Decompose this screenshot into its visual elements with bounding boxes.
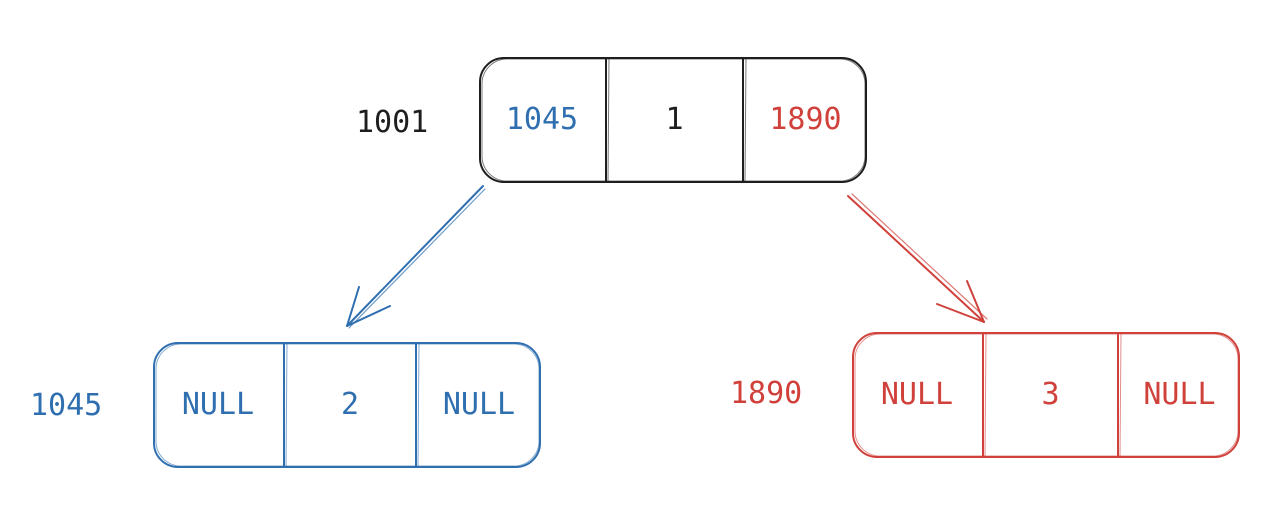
left-pointer-arrow — [346, 185, 486, 329]
root-node: 1045 1 1890 — [478, 56, 868, 184]
left-child-node: NULL 2 NULL — [152, 341, 542, 469]
left-child-node-frame — [153, 342, 541, 468]
root-right-pointer: 1890 — [769, 102, 842, 137]
right-child-address-label: 1890 — [730, 376, 803, 411]
right-child-value: 3 — [1041, 377, 1060, 412]
left-child-address-label: 1045 — [30, 388, 103, 423]
left-child-left-pointer: NULL — [181, 387, 255, 422]
root-address-label: 1001 — [356, 105, 429, 140]
right-pointer-arrow — [847, 193, 988, 323]
right-child-node-frame — [852, 332, 1240, 458]
root-left-pointer: 1045 — [505, 102, 579, 137]
right-child-right-pointer: NULL — [1143, 377, 1216, 412]
right-child-left-pointer: NULL — [880, 377, 954, 412]
root-node-frame — [479, 57, 867, 183]
right-child-node: NULL 3 NULL — [851, 331, 1241, 459]
root-value: 1 — [665, 102, 684, 137]
left-child-right-pointer: NULL — [442, 387, 516, 422]
left-child-value: 2 — [340, 387, 360, 422]
